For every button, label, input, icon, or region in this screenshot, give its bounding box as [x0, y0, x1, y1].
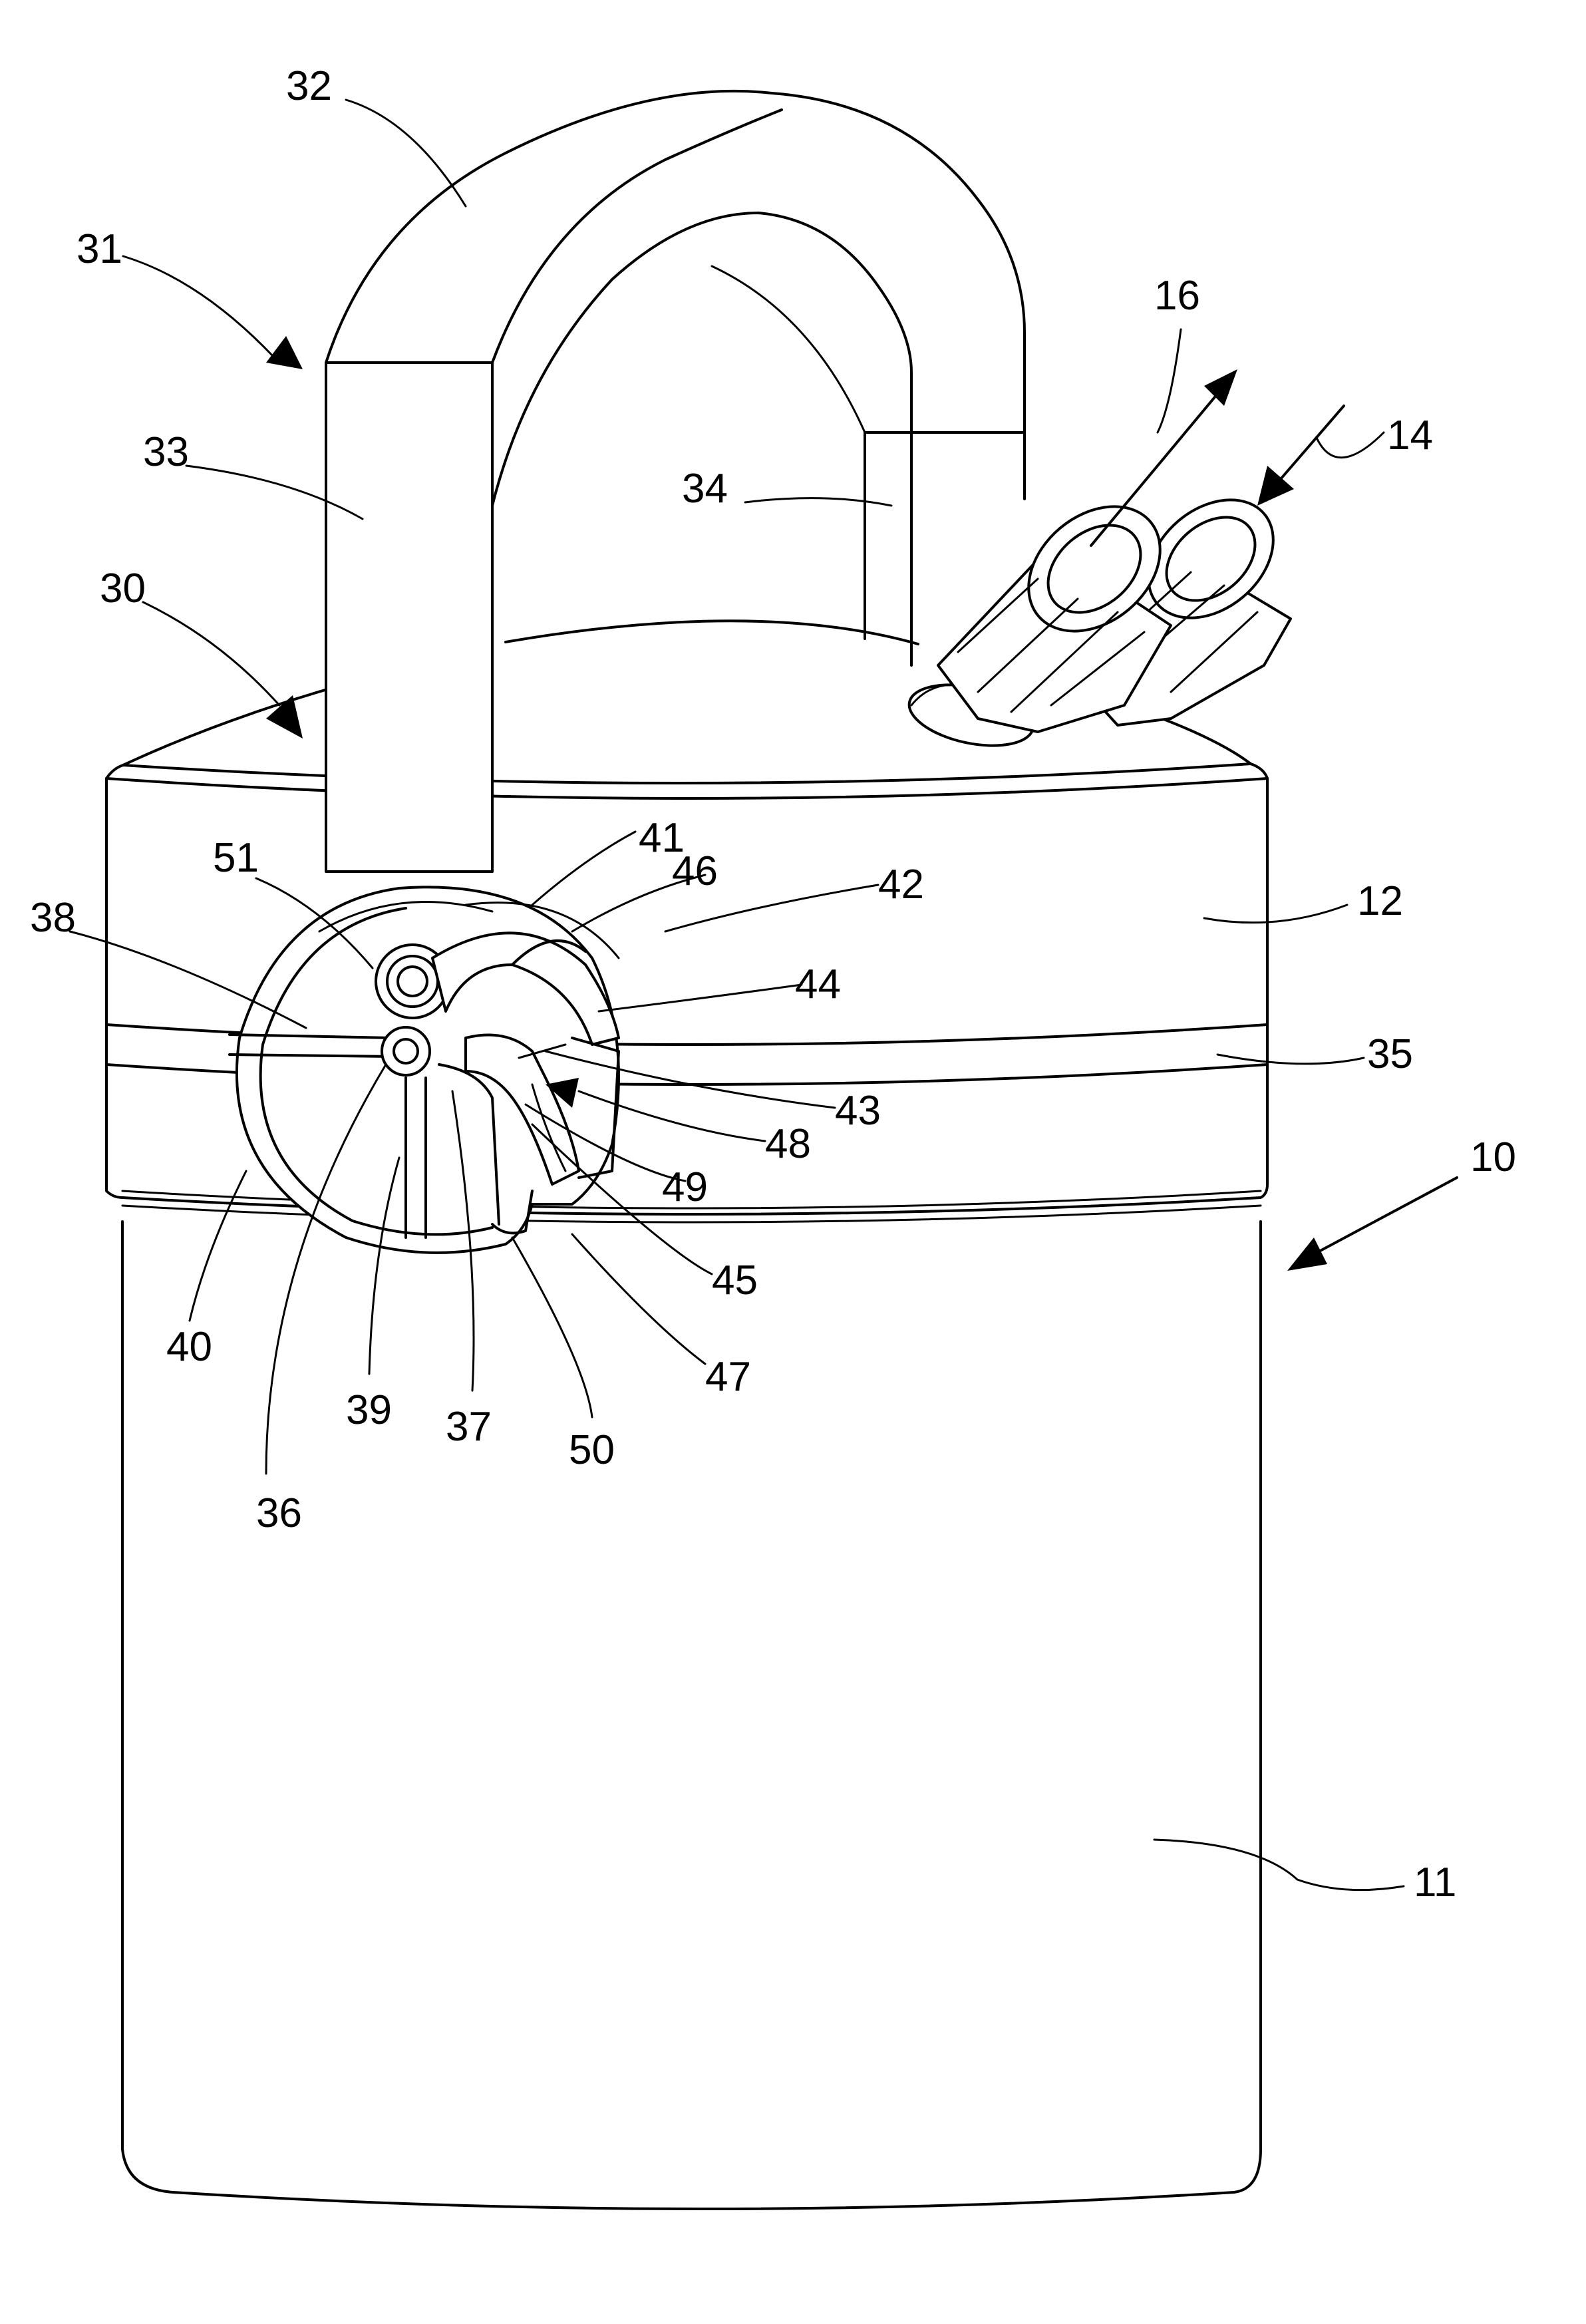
label-43: 43	[835, 1088, 881, 1134]
label-11: 11	[1414, 1860, 1456, 1906]
latch-mechanism	[230, 887, 619, 1253]
label-38: 38	[30, 895, 76, 941]
label-10: 10	[1470, 1134, 1516, 1180]
label-37: 37	[446, 1404, 492, 1450]
label-42: 42	[878, 862, 924, 908]
container-body	[122, 1191, 1261, 2209]
label-14: 14	[1387, 413, 1433, 458]
label-50: 50	[569, 1427, 615, 1473]
reference-numerals: 32 31 33 34 30 16 14 12 35 10 11 38 51 4…	[30, 63, 1516, 1906]
label-40: 40	[166, 1324, 212, 1370]
handle	[326, 91, 1025, 872]
label-49: 49	[662, 1164, 708, 1210]
label-48: 48	[765, 1121, 811, 1167]
label-33: 33	[143, 429, 189, 475]
label-47: 47	[705, 1354, 751, 1400]
label-32: 32	[286, 63, 332, 109]
label-34: 34	[682, 466, 728, 512]
label-35: 35	[1367, 1031, 1413, 1077]
label-46: 46	[672, 848, 718, 894]
label-12: 12	[1357, 878, 1403, 924]
label-36: 36	[256, 1490, 302, 1536]
label-51: 51	[213, 835, 259, 881]
label-16: 16	[1154, 273, 1200, 319]
label-44: 44	[795, 961, 841, 1007]
label-39: 39	[346, 1387, 392, 1433]
label-45: 45	[712, 1257, 758, 1303]
label-31: 31	[77, 226, 122, 272]
label-30: 30	[100, 566, 146, 611]
